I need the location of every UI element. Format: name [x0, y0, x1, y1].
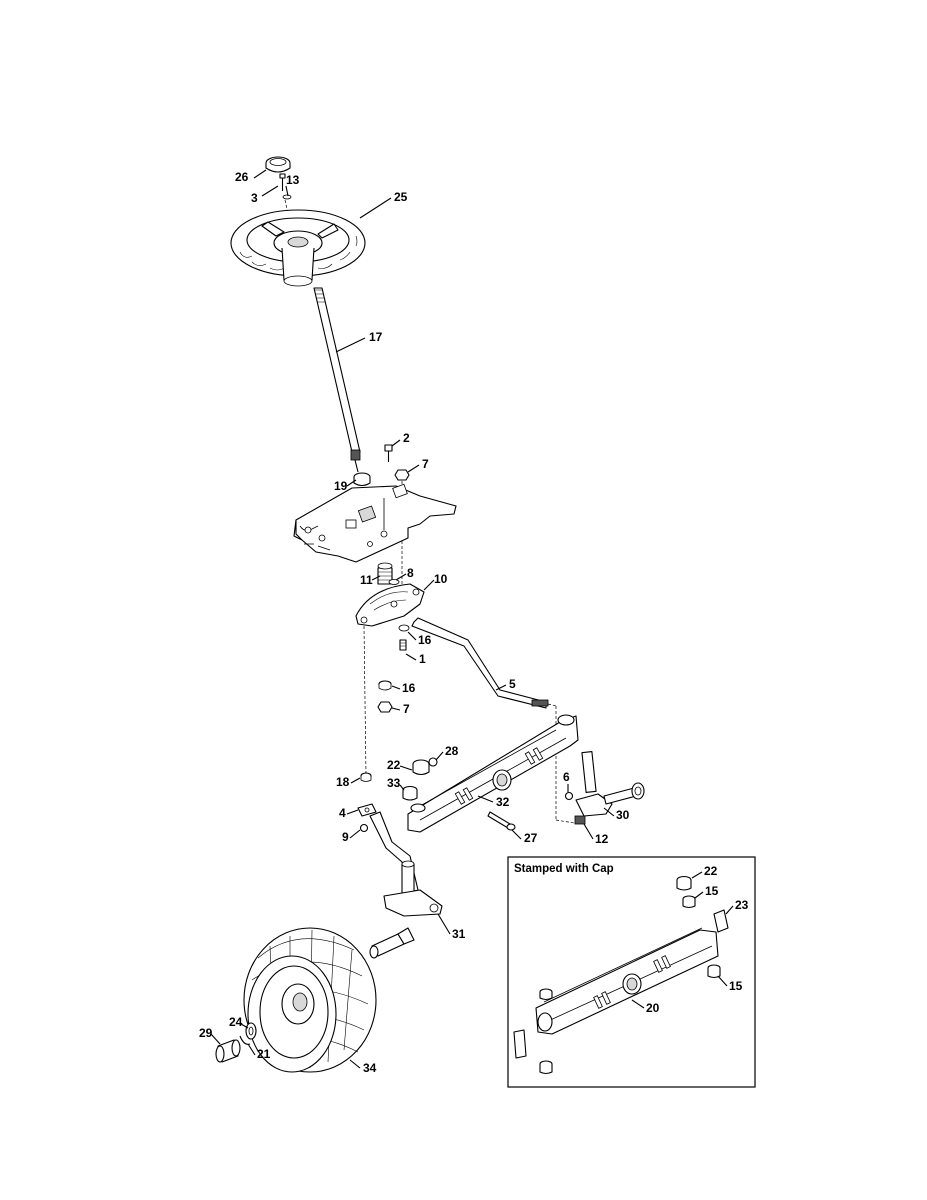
washer-24: [245, 1022, 257, 1040]
inset-bushing-left-upper: [539, 988, 553, 1001]
callout-2: 2: [403, 431, 410, 445]
bolt-1: [399, 639, 407, 651]
bolt-2: [384, 444, 393, 462]
callout-27: 27: [524, 831, 538, 845]
callout-6: 6: [563, 770, 570, 784]
front-axle-32: [407, 714, 579, 833]
callout-13: 13: [286, 173, 300, 187]
callout-24: 24: [229, 1015, 243, 1029]
inset-cap-left: [513, 1029, 527, 1059]
wheel-washer: [282, 194, 292, 200]
inset-title: Stamped with Cap: [514, 863, 614, 875]
bushing-19: [353, 472, 371, 487]
washer-8: [388, 579, 400, 585]
inset-leaders: [631, 871, 734, 1009]
inset-bushing-15-upper: [682, 895, 696, 909]
callout-labels: 26 13 3 25 17 2 7 19 8 11 10 16 1 5 16 7…: [199, 170, 630, 1075]
callout-3: 3: [251, 191, 258, 205]
callout-4: 4: [339, 806, 346, 820]
drag-link-5: [411, 617, 549, 709]
inset-bushing-22: [676, 875, 692, 891]
callout-26: 26: [235, 170, 249, 184]
inset-callout-23: 23: [735, 898, 749, 912]
callout-9: 9: [342, 830, 349, 844]
callout-7-lower: 7: [403, 702, 410, 716]
callout-30: 30: [616, 808, 630, 822]
inset-callout-15-upper: 15: [705, 884, 719, 898]
callout-19: 19: [334, 479, 348, 493]
callout-32: 32: [496, 795, 510, 809]
callout-25: 25: [394, 190, 408, 204]
inset-callout-15-lower: 15: [729, 979, 743, 993]
nut-7-upper: [394, 469, 410, 481]
callout-17: 17: [369, 330, 383, 344]
callout-11: 11: [360, 573, 373, 587]
front-tire-34: [243, 927, 377, 1073]
steering-wheel: [230, 209, 366, 287]
steering-bracket: [293, 483, 457, 563]
callout-33: 33: [387, 776, 401, 790]
callout-29: 29: [199, 1026, 213, 1040]
inset-cap-23: [713, 909, 729, 933]
sector-gear-10: [355, 583, 425, 627]
inset-stamped-with-cap: Stamped with Cap: [507, 856, 756, 1088]
clip-21: [239, 1035, 251, 1045]
nut-7-lower: [377, 701, 393, 713]
nut-6: [564, 791, 574, 801]
callout-34: 34: [363, 1061, 377, 1075]
bushing-22: [412, 759, 430, 776]
inset-bushing-15-lower: [707, 964, 721, 979]
inset-callout-22: 22: [704, 864, 718, 878]
callout-1: 1: [419, 652, 426, 666]
inset-callout-20: 20: [646, 1001, 660, 1015]
steering-shaft: [313, 287, 361, 473]
nut-18: [360, 772, 372, 782]
washer-16-upper: [398, 624, 410, 632]
callout-16-lower: 16: [402, 681, 416, 695]
nut-28: [428, 757, 438, 767]
callout-7-upper: 7: [422, 457, 429, 471]
callout-8: 8: [407, 566, 414, 580]
callout-12: 12: [595, 832, 609, 846]
bolt-12: [574, 815, 586, 825]
callout-5: 5: [509, 677, 516, 691]
tie-rod-4: [357, 803, 377, 817]
inset-axle-20: [535, 927, 719, 1035]
callout-10: 10: [434, 572, 448, 586]
callout-28: 28: [445, 744, 459, 758]
hub-cap-29: [215, 1039, 241, 1063]
callout-21: 21: [257, 1047, 271, 1061]
nut-9: [359, 823, 369, 833]
spindle-30: [575, 751, 645, 817]
callout-16-upper: 16: [418, 633, 432, 647]
wheel-screw: [279, 173, 286, 191]
inset-bushing-left-lower: [539, 1060, 553, 1075]
bushing-33: [402, 785, 418, 801]
callout-22: 22: [387, 758, 401, 772]
callout-18: 18: [336, 775, 350, 789]
callout-31: 31: [452, 927, 466, 941]
bolt-27: [487, 811, 516, 831]
spindle-31: [369, 811, 443, 959]
washer-16-lower: [378, 680, 392, 691]
steering-wheel-cap: [265, 156, 291, 173]
callout-leaders: [210, 169, 615, 1069]
